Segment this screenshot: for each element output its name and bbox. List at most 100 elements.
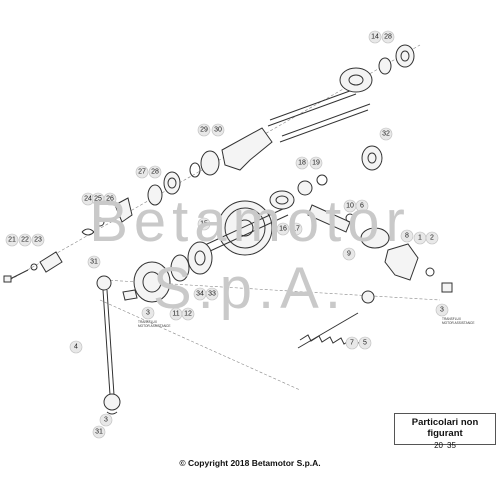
callout-n28a: 28 (148, 165, 162, 179)
callout-bubble (103, 192, 117, 206)
callout-bubble (379, 127, 393, 141)
bearing-33-inner (194, 250, 206, 266)
callout-bubble (197, 217, 211, 231)
callout-bubble (368, 30, 382, 44)
spacer-ring (378, 57, 392, 75)
callout-bubble (342, 247, 356, 261)
callout-bubble (87, 255, 101, 269)
callout-n1: 1 (413, 231, 427, 245)
clutch-hub-inner (142, 271, 162, 293)
callout-bubble (425, 231, 439, 245)
washer (30, 263, 38, 271)
kick-shaft (307, 204, 351, 233)
callout-number: 6 (360, 203, 364, 210)
callout-bubble (92, 425, 106, 439)
callout-bubble (289, 222, 303, 236)
bearing-34 (170, 254, 190, 282)
callout-n9: 9 (342, 247, 356, 261)
callout-number: 28 (384, 34, 392, 41)
callout-n32: 32 (379, 127, 393, 141)
bracket-plate (39, 251, 63, 273)
needle-bearing (269, 190, 295, 210)
callout-n17: 17 (289, 222, 303, 236)
callout-number: 33 (208, 291, 216, 298)
callout-n33: 33 (205, 287, 219, 301)
callout-n12: 12 (181, 307, 195, 321)
callout-bubble (69, 340, 83, 354)
callout-n30: 30 (211, 123, 225, 137)
callout-bubble (358, 336, 372, 350)
left-bearing-2 (147, 184, 163, 206)
callout-number: 18 (298, 160, 306, 167)
callout-bubble (309, 156, 323, 170)
bolt-head (3, 275, 12, 283)
rod-bottom-eye (103, 393, 121, 411)
not-shown-number: 35 (447, 441, 456, 450)
callout-n27: 27 (135, 165, 149, 179)
left-bearing-inner (167, 177, 177, 189)
callout-number: 25 (94, 196, 102, 203)
bearing-33 (187, 241, 213, 275)
callout-n25: 25 (91, 192, 105, 206)
callout-n11: 11 (169, 307, 183, 321)
note-text-4: MOTOR ASSISTANCE (442, 321, 474, 325)
callout-number: 23 (34, 237, 42, 244)
spring-bushing (361, 290, 375, 304)
needle-bearing-inner (275, 195, 289, 205)
callout-n18: 18 (295, 156, 309, 170)
callout-bubble (345, 336, 359, 350)
small-nut (95, 217, 105, 227)
callout-number: 4 (74, 344, 78, 351)
callout-bubble (99, 413, 113, 427)
rod-body-edge (106, 289, 115, 396)
note-text-1: TRANSFLUX (138, 320, 158, 324)
callout-bubble (276, 222, 290, 236)
callout-bubble (197, 123, 211, 137)
callout-n15: 15 (197, 217, 211, 231)
note-text-3: TRANSFLUX (442, 317, 462, 321)
callout-number: 5 (363, 340, 367, 347)
callout-n8: 8 (400, 229, 414, 243)
callout-n10: 10 (343, 199, 357, 213)
shaft-upper-edge (267, 93, 357, 127)
callout-number: 3 (146, 310, 150, 317)
callout-bubble (295, 156, 309, 170)
callout-number: 7 (350, 340, 354, 347)
main-gear-shaft-edge (207, 214, 289, 253)
callout-bubble (355, 199, 369, 213)
main-gear-rim (224, 207, 266, 249)
main-gear (217, 200, 273, 256)
callout-number: 9 (347, 251, 351, 258)
thrust-washer (297, 180, 313, 196)
shift-fork-pin (189, 162, 201, 178)
callout-n28b: 28 (381, 30, 395, 44)
callout-bubble (135, 165, 149, 179)
callout-n34: 34 (193, 287, 207, 301)
kick-spring-cup (360, 227, 390, 249)
washer-19 (316, 174, 328, 186)
callout-n22: 22 (18, 233, 32, 247)
callout-number: 34 (196, 291, 204, 298)
callout-number: 10 (346, 203, 354, 210)
shift-fork-housing (221, 127, 273, 171)
callout-n3c: 3 (99, 413, 113, 427)
callout-n31a: 31 (87, 255, 101, 269)
shaft-lower (281, 103, 371, 137)
shift-lever (384, 243, 419, 281)
callout-n26: 26 (103, 192, 117, 206)
callout-number: 8 (405, 233, 409, 240)
callout-bubble (381, 30, 395, 44)
top-bearing (395, 44, 415, 68)
clutch-hub (133, 261, 171, 303)
callout-bubble (31, 233, 45, 247)
callout-number: 31 (90, 259, 98, 266)
shift-fork-ring (200, 150, 220, 176)
callout-number: 26 (106, 196, 114, 203)
callout-number: 3 (440, 307, 444, 314)
callout-number: 24 (84, 196, 92, 203)
callout-number: 32 (382, 131, 390, 138)
rod-axis-line (99, 299, 301, 391)
callout-n6: 6 (355, 199, 369, 213)
clutch-nut (122, 289, 138, 301)
